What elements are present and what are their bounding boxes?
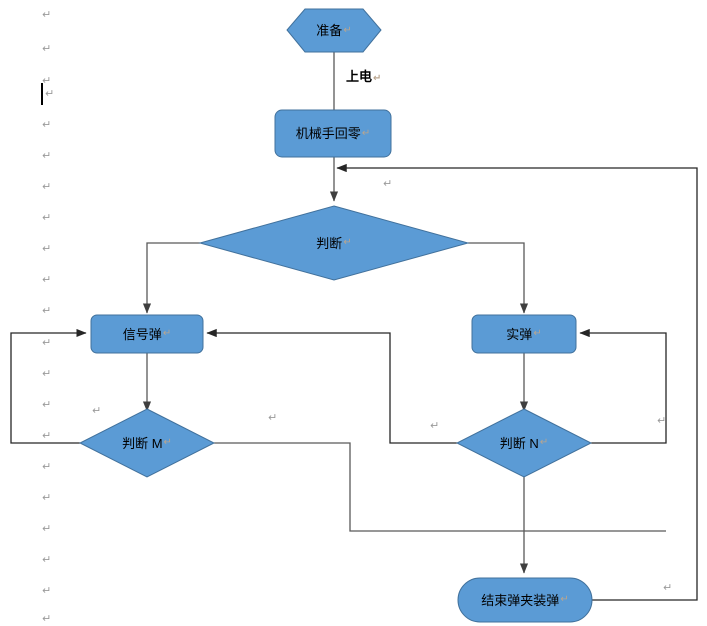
- paragraph-mark-icon: ↵: [42, 242, 52, 255]
- paragraph-mark-icon: ↵: [42, 211, 52, 224]
- paragraph-mark-icon: ↵: [42, 553, 52, 566]
- edge-end-to-decide: [336, 163, 698, 601]
- edge-label-power-on: 上电↵: [346, 70, 381, 84]
- paragraph-mark-icon: ↵: [42, 491, 52, 504]
- paragraph-mark-icon: ↵: [383, 177, 393, 190]
- paragraph-mark-icon: ↵: [42, 398, 52, 411]
- paragraph-mark-icon: ↵: [42, 42, 52, 55]
- paragraph-mark-icon: ↵: [42, 367, 52, 380]
- edge-judgeM-to-signal: [10, 328, 87, 444]
- node-start-shape[interactable]: [286, 8, 382, 53]
- paragraph-mark-icon: ↵: [42, 118, 52, 131]
- node-home-shape[interactable]: [274, 109, 392, 158]
- paragraph-mark-icon: ↵: [430, 419, 440, 432]
- paragraph-mark-icon: ↵: [42, 336, 52, 349]
- edge-decide-to-live: [468, 242, 529, 314]
- paragraph-mark-icon: ↵: [663, 581, 673, 594]
- paragraph-mark-icon: ↵: [42, 584, 52, 597]
- node-judgeM-shape[interactable]: [78, 408, 216, 478]
- paragraph-mark-icon: ↵: [45, 87, 55, 100]
- paragraph-mark-icon: ↵: [42, 429, 52, 442]
- edge-judgeM-to-live: [214, 442, 666, 532]
- paragraph-mark-icon: ↵: [42, 273, 52, 286]
- edge-judgeN-to-signal: [206, 328, 457, 444]
- paragraph-mark-icon: ↵: [42, 149, 52, 162]
- paragraph-mark-icon: ↵: [42, 74, 52, 87]
- paragraph-mark-icon: ↵: [42, 180, 52, 193]
- edge-label-power-on-text: 上电: [346, 69, 373, 84]
- paragraph-mark-icon: ↵: [373, 73, 382, 84]
- paragraph-mark-icon: ↵: [42, 612, 52, 625]
- paragraph-mark-icon: ↵: [657, 414, 667, 427]
- paragraph-mark-icon: ↵: [42, 460, 52, 473]
- paragraph-mark-icon: ↵: [42, 522, 52, 535]
- node-judgeN-shape[interactable]: [455, 408, 593, 478]
- edge-decide-to-signal: [142, 242, 200, 314]
- node-live-shape[interactable]: [471, 314, 577, 354]
- node-signal-shape[interactable]: [90, 314, 204, 354]
- text-cursor: [41, 83, 43, 105]
- paragraph-mark-icon: ↵: [92, 404, 102, 417]
- paragraph-mark-icon: ↵: [42, 8, 52, 21]
- paragraph-mark-icon: ↵: [268, 411, 278, 424]
- paragraph-mark-icon: ↵: [42, 304, 52, 317]
- node-decide-shape[interactable]: [198, 205, 470, 281]
- edge-judgeN-to-live: [579, 328, 667, 444]
- node-end-shape[interactable]: [457, 577, 593, 623]
